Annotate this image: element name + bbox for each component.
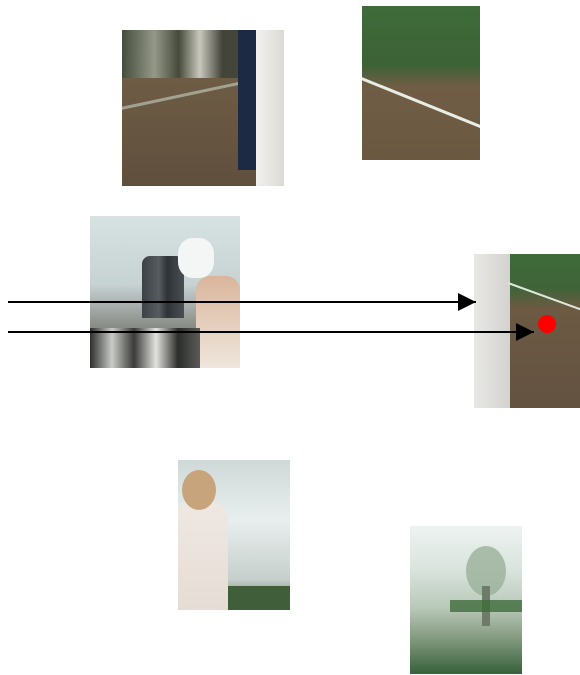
arrowhead-upper [458,293,476,311]
arrowhead-lower [516,323,534,341]
red-dot-marker [538,315,556,333]
